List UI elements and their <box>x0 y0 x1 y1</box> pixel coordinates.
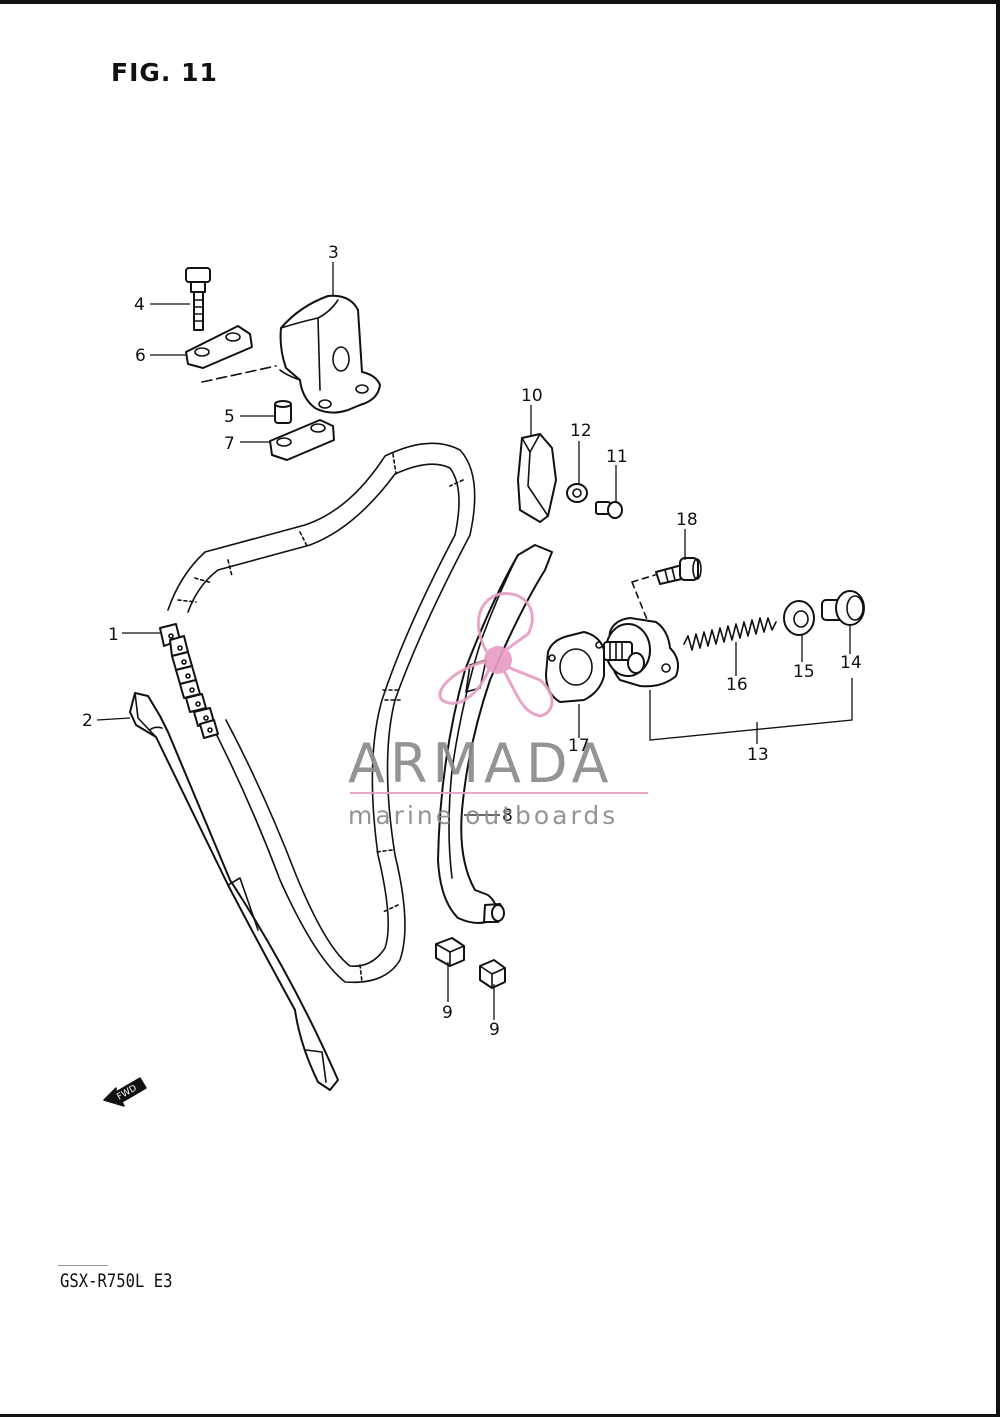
page-border-bottom <box>0 1414 1000 1417</box>
callout-17: 17 <box>568 736 590 756</box>
part-9-damper-b[interactable] <box>479 959 506 989</box>
page-border-top <box>0 0 1000 4</box>
callout-11: 11 <box>606 447 628 467</box>
callout-2: 2 <box>82 711 93 731</box>
part-7-plate[interactable] <box>269 419 335 461</box>
callout-16: 16 <box>726 675 748 695</box>
part-2-chain-guide[interactable] <box>129 692 339 1091</box>
model-code: GSX-R750L E3 <box>60 1270 173 1292</box>
callout-13: 13 <box>747 745 769 765</box>
part-5-dowel[interactable] <box>274 400 292 424</box>
part-15-washer[interactable] <box>783 600 815 636</box>
part-9-damper-a[interactable] <box>435 937 465 967</box>
callout-18: 18 <box>676 510 698 530</box>
part-3-chain-guide[interactable] <box>279 294 381 414</box>
page-border-right <box>996 0 1000 1417</box>
callout-3: 3 <box>328 243 339 263</box>
part-14-cap-bolt[interactable] <box>821 590 865 626</box>
callout-9b: 9 <box>489 1020 500 1040</box>
callout-14: 14 <box>840 653 862 673</box>
callout-7: 7 <box>224 434 235 454</box>
callout-15: 15 <box>793 662 815 682</box>
watermark-tagline: marine outboards <box>348 801 618 830</box>
part-12-washer[interactable] <box>566 483 588 503</box>
callout-4: 4 <box>134 295 145 315</box>
part-17-gasket[interactable] <box>545 631 605 703</box>
fwd-arrow-icon: FWD <box>103 1077 147 1107</box>
callout-10: 10 <box>521 386 543 406</box>
watermark-logo: ARMADA marine outboards <box>348 592 648 830</box>
part-10-plate[interactable] <box>517 433 557 523</box>
figure-title: FIG. 11 <box>111 58 218 87</box>
propeller-icon <box>438 592 554 718</box>
part-13-tensioner-body[interactable] <box>603 617 679 688</box>
part-6-plate[interactable] <box>185 325 253 369</box>
part-1-cam-chain[interactable] <box>159 442 476 984</box>
callout-labels: 1 2 3 4 6 5 7 8 9 9 10 11 12 13 14 15 16… <box>82 243 862 1040</box>
callout-9a: 9 <box>442 1003 453 1023</box>
part-16-spring[interactable] <box>683 617 777 651</box>
model-rule <box>58 1265 108 1266</box>
part-4-bolt[interactable] <box>185 267 211 331</box>
callout-5: 5 <box>224 407 235 427</box>
part-11-bolt[interactable] <box>595 501 623 519</box>
part-18-bolt[interactable] <box>655 557 702 585</box>
callout-1: 1 <box>108 625 119 645</box>
callout-6: 6 <box>135 346 146 366</box>
watermark-brand: ARMADA <box>348 732 614 795</box>
callout-8: 8 <box>502 806 513 826</box>
callout-12: 12 <box>570 421 592 441</box>
